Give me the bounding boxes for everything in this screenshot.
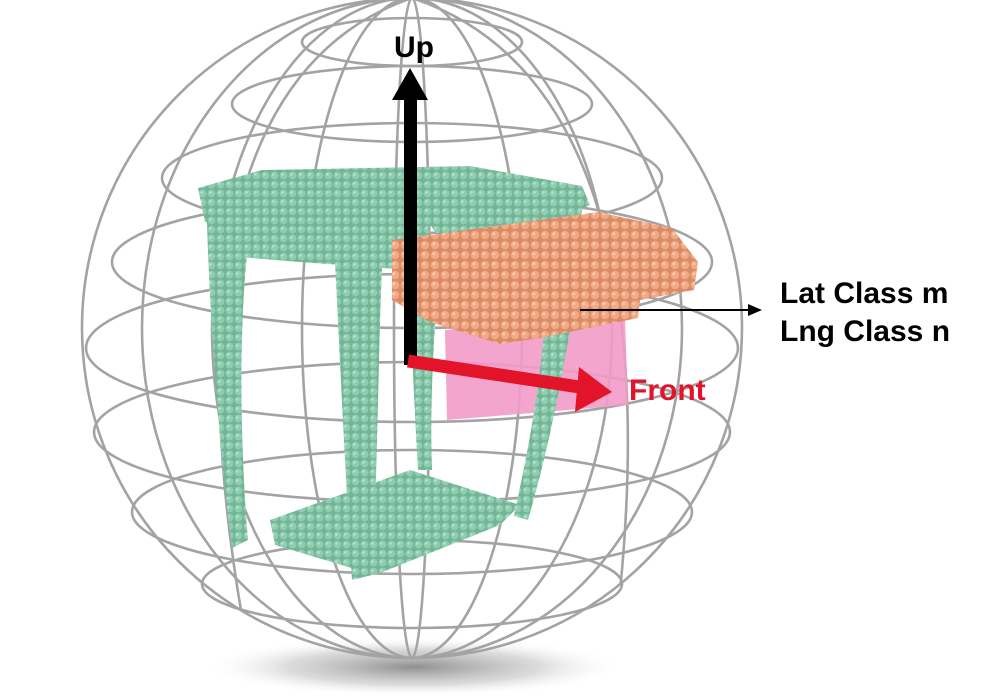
front-arrow-icon (407, 354, 612, 412)
latitude-ring (130, 448, 694, 576)
front-label: Front (629, 374, 706, 407)
table-leg-front-left (207, 222, 250, 548)
up-arrow-icon (392, 68, 428, 365)
callout-arrow-icon (580, 304, 762, 316)
lat-class-label: Lat Class m (780, 277, 948, 310)
lng-class-label: Lng Class n (780, 315, 950, 348)
box-front-face (392, 288, 640, 344)
box-point-cloud (392, 212, 698, 344)
longitude-meridian (140, 0, 684, 658)
ground-shadow (204, 637, 624, 697)
table-leg-back-right (514, 318, 572, 520)
table-apron-right (420, 195, 585, 240)
up-label: Up (394, 31, 434, 64)
box-top (392, 212, 698, 315)
table-lower-shelf (270, 470, 520, 575)
table-apron (205, 200, 440, 270)
